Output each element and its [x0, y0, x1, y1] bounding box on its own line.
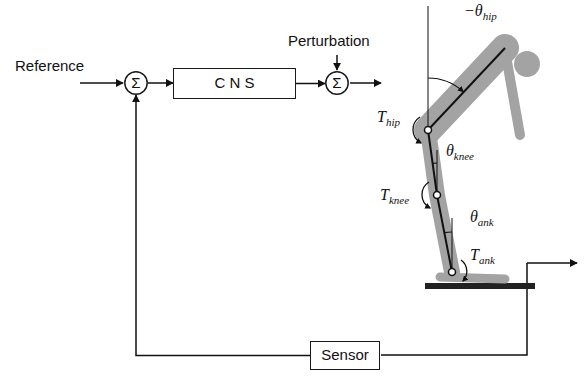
controller-box: C N S — [173, 68, 296, 99]
torque-label: Thip — [377, 108, 400, 126]
skeleton — [428, 48, 505, 272]
ankle-angle-arc — [444, 231, 452, 233]
symbol-subscript: knee — [389, 194, 409, 206]
hip-vertical — [428, 6, 429, 130]
hip-torque-arrow — [413, 117, 421, 143]
output-arrow — [527, 262, 577, 264]
ankle-torque-arrow — [461, 260, 467, 281]
symbol-subscript: hip — [386, 116, 400, 128]
summing-junction: Σ — [325, 71, 349, 95]
symbol-base: θ — [446, 142, 454, 159]
summing-junction: Σ — [124, 71, 148, 95]
ankle-vertical — [452, 218, 453, 272]
signal-arrow — [148, 82, 173, 84]
node-text: Σ — [131, 75, 140, 92]
node-text: C N S — [214, 75, 254, 92]
symbol-base: θ — [470, 208, 478, 225]
symbol-subscript: ank — [479, 254, 495, 266]
angle-label: −θhip — [464, 2, 497, 20]
joint-markers — [425, 127, 456, 276]
angle-label: θknee — [446, 142, 474, 160]
reference-arrow — [80, 82, 123, 84]
node-text: Σ — [332, 75, 341, 92]
symbol-subscript: ank — [478, 216, 494, 228]
symbol-subscript: knee — [454, 150, 474, 162]
symbol-base: T — [380, 186, 389, 203]
perturbation-arrow — [336, 55, 338, 70]
signal-label: Perturbation — [288, 33, 370, 50]
signal-arrow — [296, 83, 325, 85]
symbol-base: T — [470, 246, 479, 263]
command-arrow — [350, 82, 381, 84]
torque-label: Tknee — [380, 186, 409, 204]
symbol-base: T — [377, 108, 386, 125]
knee-angle-arc — [433, 162, 437, 164]
knee-torque-arrow — [422, 182, 430, 208]
body-silhouette — [428, 48, 520, 279]
sensor-box: Sensor — [310, 341, 380, 370]
symbol-base: −θ — [464, 2, 483, 19]
hip-angle-arc — [428, 78, 463, 92]
head — [514, 51, 540, 77]
node-text: Sensor — [321, 347, 369, 364]
signal-label: Reference — [15, 58, 84, 75]
torque-label: Tank — [470, 246, 495, 264]
output-feedback-wire — [381, 263, 527, 355]
symbol-subscript: hip — [483, 10, 497, 22]
angle-label: θank — [470, 208, 494, 226]
platform — [425, 283, 535, 289]
feedback-arrow — [136, 95, 310, 356]
